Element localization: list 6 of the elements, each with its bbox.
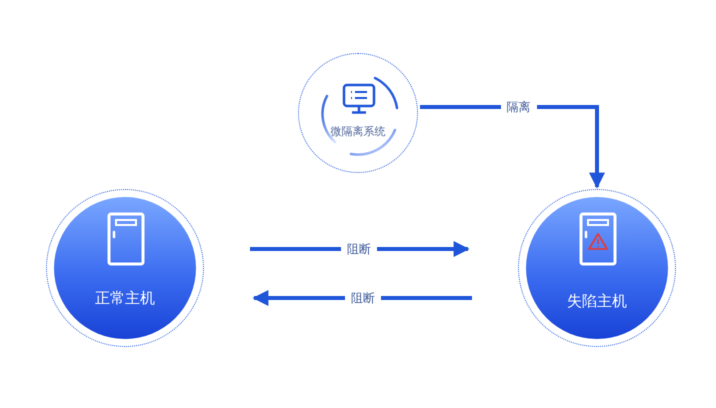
edge-label: 阻断 bbox=[341, 241, 377, 257]
edge-label: 隔离 bbox=[500, 99, 536, 115]
edge-label: 阻断 bbox=[345, 290, 381, 306]
node-label: 正常主机 bbox=[95, 289, 155, 308]
node-label: 失陷主机 bbox=[567, 292, 627, 311]
node-label: 微隔离系统 bbox=[330, 124, 386, 139]
